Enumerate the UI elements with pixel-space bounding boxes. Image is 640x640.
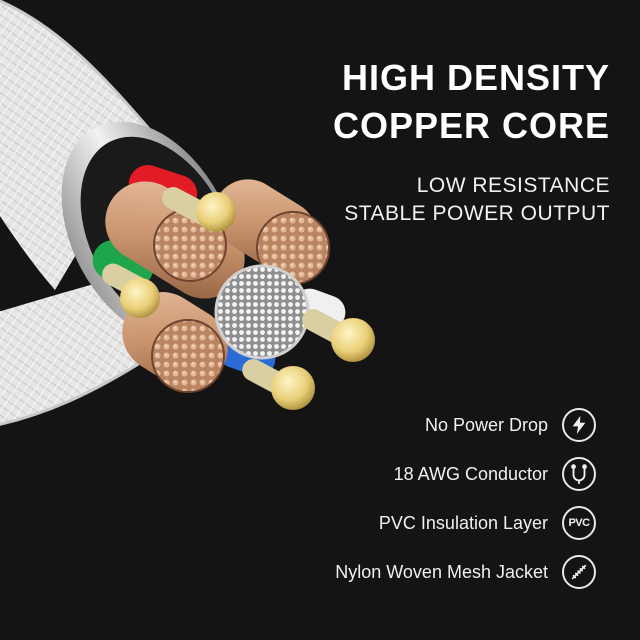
headline-line-2: COPPER CORE (332, 105, 610, 146)
conductor-icon (562, 457, 596, 491)
lightning-icon (562, 408, 596, 442)
pvc-icon: PVC (562, 506, 596, 540)
headline: HIGH DENSITY COPPER CORE (333, 54, 610, 150)
pvc-icon-text: PVC (568, 517, 590, 529)
feature-label: Nylon Woven Mesh Jacket (335, 561, 548, 582)
feature-item-no-power-drop: No Power Drop (236, 405, 596, 445)
feature-item-18-awg-conductor: 18 AWG Conductor (236, 454, 596, 494)
subheadline: LOW RESISTANCE STABLE POWER OUTPUT (344, 172, 610, 228)
feature-label: PVC Insulation Layer (378, 512, 548, 533)
feature-list: No Power Drop 18 AWG Conductor PVC Insul… (236, 405, 596, 601)
feature-label: 18 AWG Conductor (393, 463, 548, 484)
feature-label: No Power Drop (424, 414, 548, 435)
subheadline-line-1: LOW RESISTANCE (416, 174, 610, 197)
headline-line-1: HIGH DENSITY (341, 57, 610, 98)
spring-icon (562, 555, 596, 589)
subheadline-line-2: STABLE POWER OUTPUT (344, 202, 610, 225)
feature-item-nylon-woven-mesh-jacket: Nylon Woven Mesh Jacket (236, 552, 596, 592)
feature-item-pvc-insulation-layer: PVC Insulation Layer PVC (236, 503, 596, 543)
